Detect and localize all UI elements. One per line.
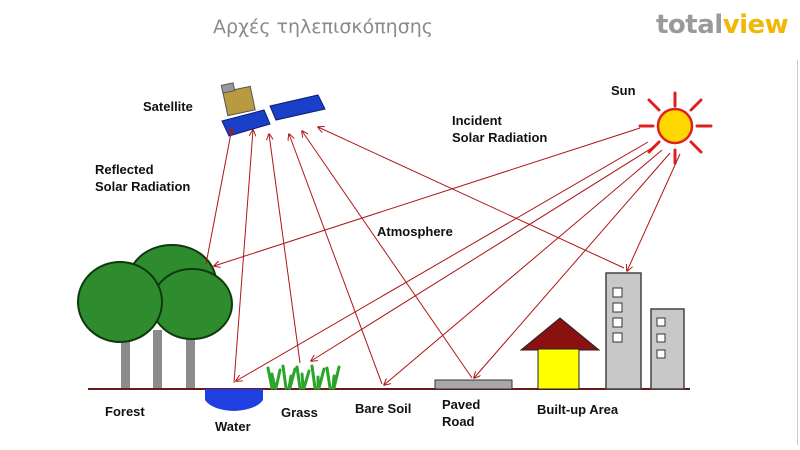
brand-logo: totalview (656, 10, 789, 40)
reflected-radiation-label: Reflected Solar Radiation (95, 161, 190, 195)
atmosphere-label: Atmosphere (377, 224, 453, 239)
house-wall (537, 348, 580, 390)
reflected-label-line2: Solar Radiation (95, 179, 191, 194)
reflected-ray (205, 128, 232, 265)
tree-crown (151, 268, 233, 340)
incident-ray (384, 149, 663, 385)
incident-radiation-label: Incident Solar Radiation (452, 112, 547, 146)
reflected-ray (269, 134, 301, 364)
sun-label: Sun (611, 83, 636, 98)
tree-trunk (153, 330, 162, 388)
solar-panel-right (269, 94, 326, 121)
reflected-ray (318, 127, 625, 269)
logo-text-view: view (722, 10, 789, 40)
grass-icon (266, 364, 341, 390)
tree-trunk (186, 326, 195, 388)
reflected-ray (302, 131, 473, 379)
reflected-label-line1: Reflected (95, 162, 154, 177)
sun-icon (638, 91, 713, 165)
builtup-area-label: Built-up Area (537, 402, 619, 417)
water-icon (205, 389, 263, 411)
building-tall-icon (605, 272, 642, 390)
incident-ray (474, 152, 671, 378)
grass-label: Grass (281, 405, 318, 420)
paved-road-label: Paved Road (442, 396, 480, 430)
incident-ray (214, 127, 641, 266)
house-icon (519, 317, 601, 390)
paved-label-line1: Paved (442, 397, 481, 412)
slide-border (797, 60, 798, 445)
radiation-rays (205, 127, 681, 385)
reflected-ray (233, 130, 253, 384)
bare-soil-label: Bare Soil (355, 401, 412, 416)
paved-label-line2: Road (442, 414, 475, 429)
tree-trunk (121, 320, 130, 388)
incident-ray (236, 141, 649, 381)
building-short-icon (650, 308, 685, 390)
satellite-icon (220, 82, 326, 137)
forest-label: Forest (105, 404, 145, 419)
reflected-ray (289, 134, 383, 385)
forest-icon (77, 244, 233, 388)
incident-ray (627, 153, 681, 271)
satellite-body (222, 85, 256, 117)
incident-label-line1: Incident (452, 113, 502, 128)
incident-ray (311, 145, 656, 361)
logo-text-total: total (656, 10, 723, 40)
slide-title: Αρχές τηλεπισκόπησης (213, 16, 433, 38)
tree-crown (77, 261, 163, 343)
incident-label-line2: Solar Radiation (452, 130, 548, 145)
water-label: Water (215, 419, 251, 434)
house-roof (519, 317, 601, 351)
paved-road-icon (434, 379, 513, 390)
satellite-label: Satellite (143, 99, 193, 114)
